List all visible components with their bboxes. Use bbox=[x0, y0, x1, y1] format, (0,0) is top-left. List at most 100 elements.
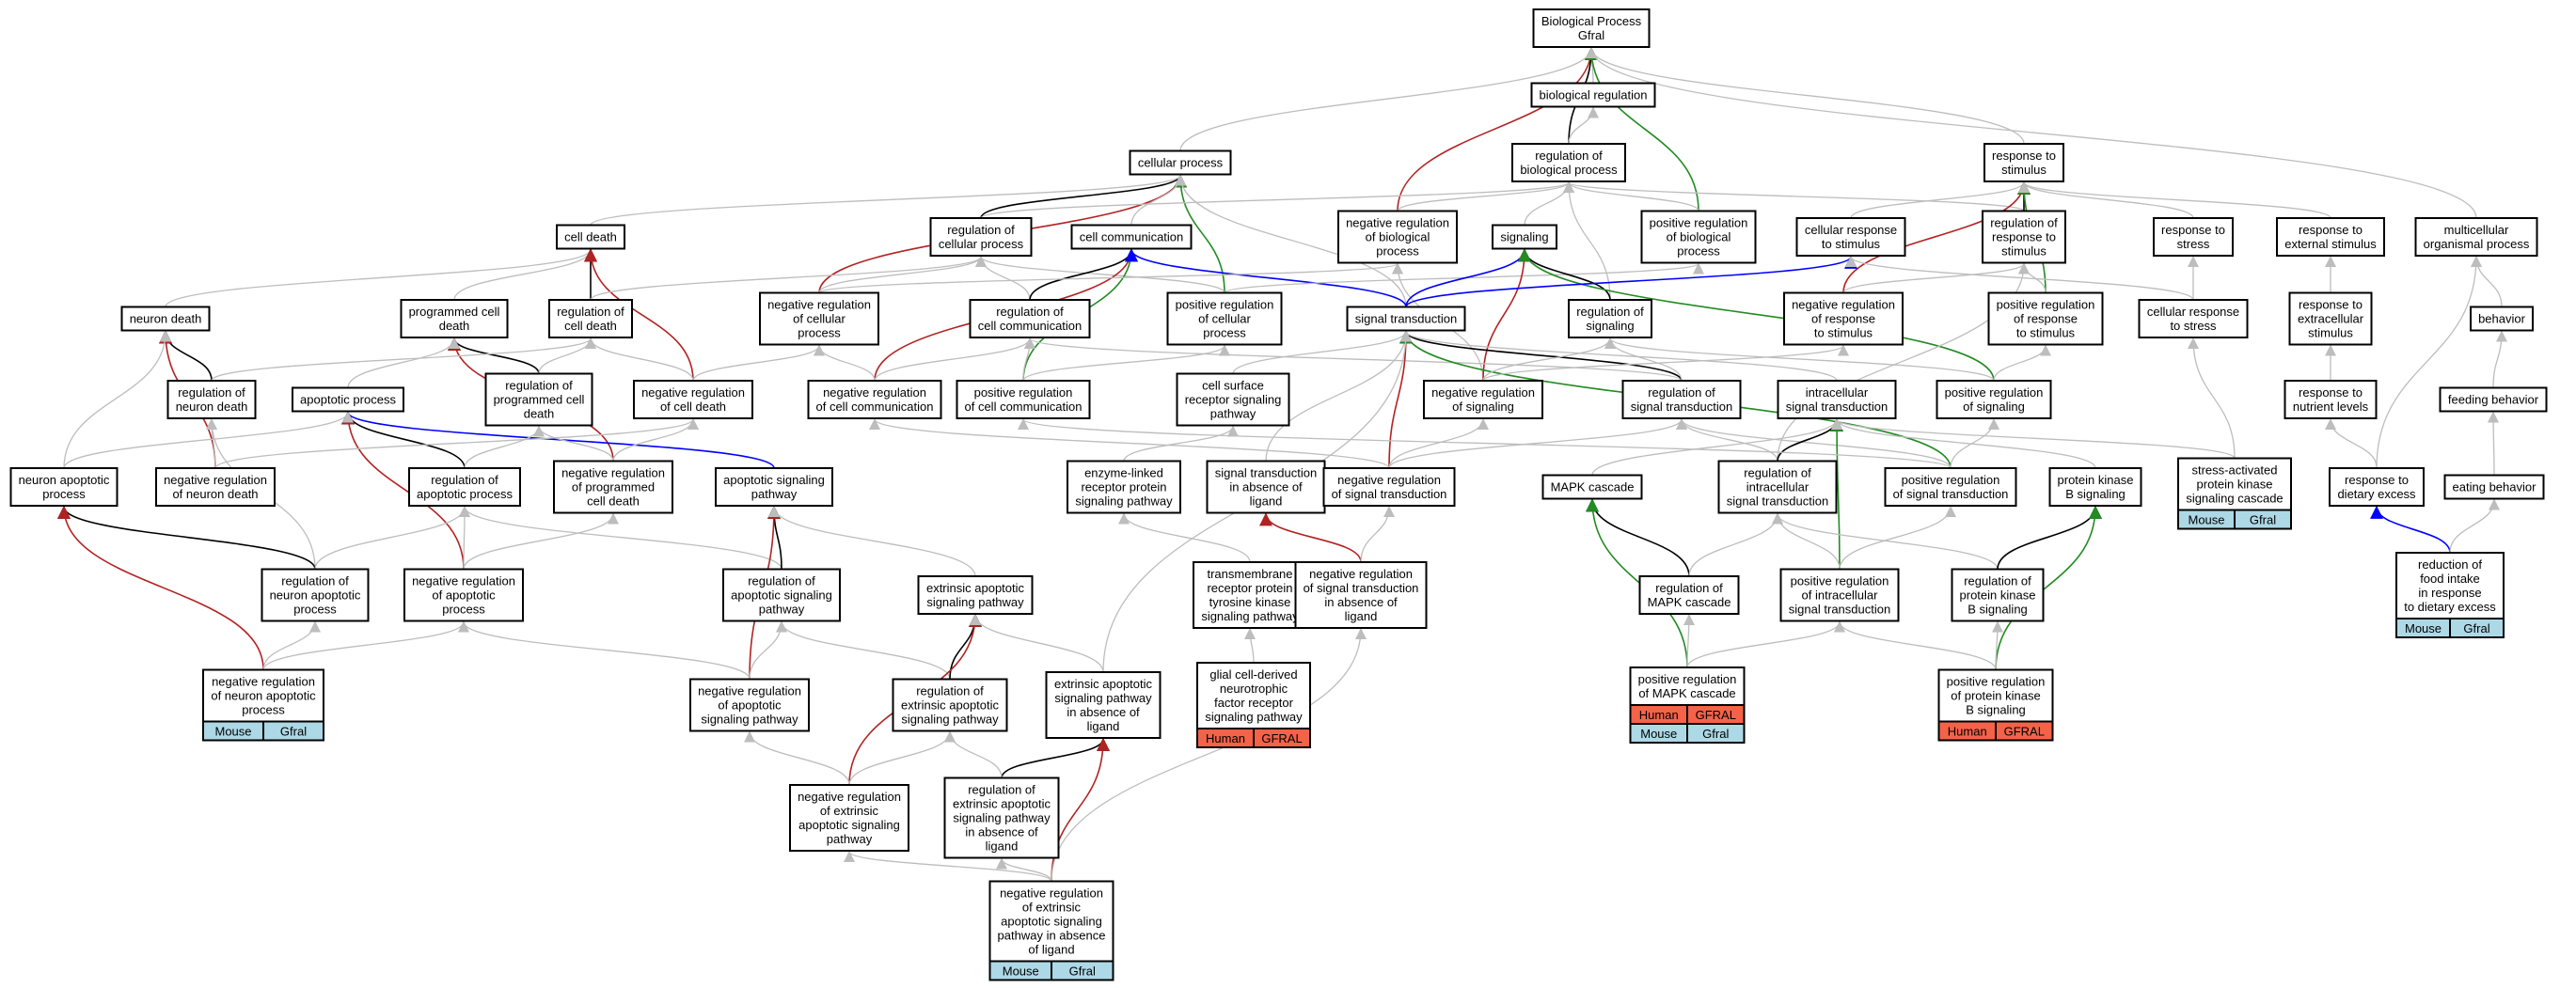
term-box[interactable] bbox=[807, 380, 942, 419]
term-box[interactable] bbox=[2395, 552, 2505, 619]
term-box[interactable] bbox=[2284, 380, 2378, 419]
term-node-cellproc[interactable]: cellular process bbox=[1129, 149, 1232, 176]
term-node-feeding[interactable]: feeding behavior bbox=[2439, 386, 2548, 413]
term-box[interactable] bbox=[400, 299, 509, 338]
term-box[interactable] bbox=[689, 678, 810, 732]
term-box[interactable] bbox=[1070, 224, 1193, 250]
term-box[interactable] bbox=[1196, 662, 1311, 729]
term-box[interactable] bbox=[1621, 380, 1742, 419]
term-box[interactable] bbox=[929, 217, 1033, 257]
term-box[interactable] bbox=[715, 467, 833, 507]
term-box[interactable] bbox=[1982, 210, 2066, 264]
term-box[interactable] bbox=[2470, 306, 2534, 332]
term-box[interactable] bbox=[1166, 291, 1283, 346]
term-box[interactable] bbox=[1322, 467, 1456, 507]
term-box[interactable] bbox=[1629, 667, 1746, 706]
term-box[interactable] bbox=[1511, 143, 1626, 182]
term-box[interactable] bbox=[120, 306, 211, 332]
term-box[interactable] bbox=[1541, 474, 1643, 500]
term-box[interactable] bbox=[2439, 386, 2548, 413]
term-box[interactable] bbox=[484, 372, 593, 427]
term-box[interactable] bbox=[1568, 299, 1652, 338]
term-box[interactable] bbox=[1337, 210, 1458, 264]
term-box[interactable] bbox=[722, 568, 841, 622]
term-node-eating[interactable]: eating behavior bbox=[2443, 474, 2545, 500]
term-box[interactable] bbox=[166, 380, 257, 419]
term-box[interactable] bbox=[1937, 668, 2054, 723]
term-box[interactable] bbox=[261, 568, 370, 622]
term-box[interactable] bbox=[1936, 380, 2052, 419]
term-box[interactable] bbox=[2288, 291, 2373, 346]
term-box[interactable] bbox=[1492, 224, 1557, 250]
term-box[interactable] bbox=[1983, 143, 2064, 182]
term-box[interactable] bbox=[2276, 217, 2385, 257]
term-box[interactable] bbox=[1193, 561, 1307, 629]
term-node-apoproc[interactable]: apoptotic process bbox=[292, 386, 404, 413]
term-box[interactable] bbox=[1783, 291, 1904, 346]
term-box[interactable] bbox=[759, 291, 879, 346]
term-box[interactable] bbox=[2177, 457, 2292, 511]
term-node-neurondeath[interactable]: neuron death bbox=[120, 306, 211, 332]
term-box[interactable] bbox=[403, 568, 524, 622]
term-box[interactable] bbox=[789, 784, 909, 852]
term-box[interactable] bbox=[2048, 467, 2142, 507]
term-node-cellcomm[interactable]: cell communication bbox=[1070, 224, 1193, 250]
term-box[interactable] bbox=[2443, 474, 2545, 500]
term-node-sigtrans[interactable]: signal transduction bbox=[1346, 306, 1466, 332]
term-box[interactable] bbox=[556, 224, 625, 250]
term-box[interactable] bbox=[943, 776, 1060, 859]
term-box[interactable] bbox=[1129, 149, 1232, 176]
term-box[interactable] bbox=[553, 460, 673, 514]
term-box[interactable] bbox=[917, 575, 1034, 615]
term-box[interactable] bbox=[1176, 372, 1290, 427]
term-box[interactable] bbox=[408, 467, 521, 507]
term-box[interactable] bbox=[2138, 299, 2249, 338]
term-box[interactable] bbox=[9, 467, 119, 507]
